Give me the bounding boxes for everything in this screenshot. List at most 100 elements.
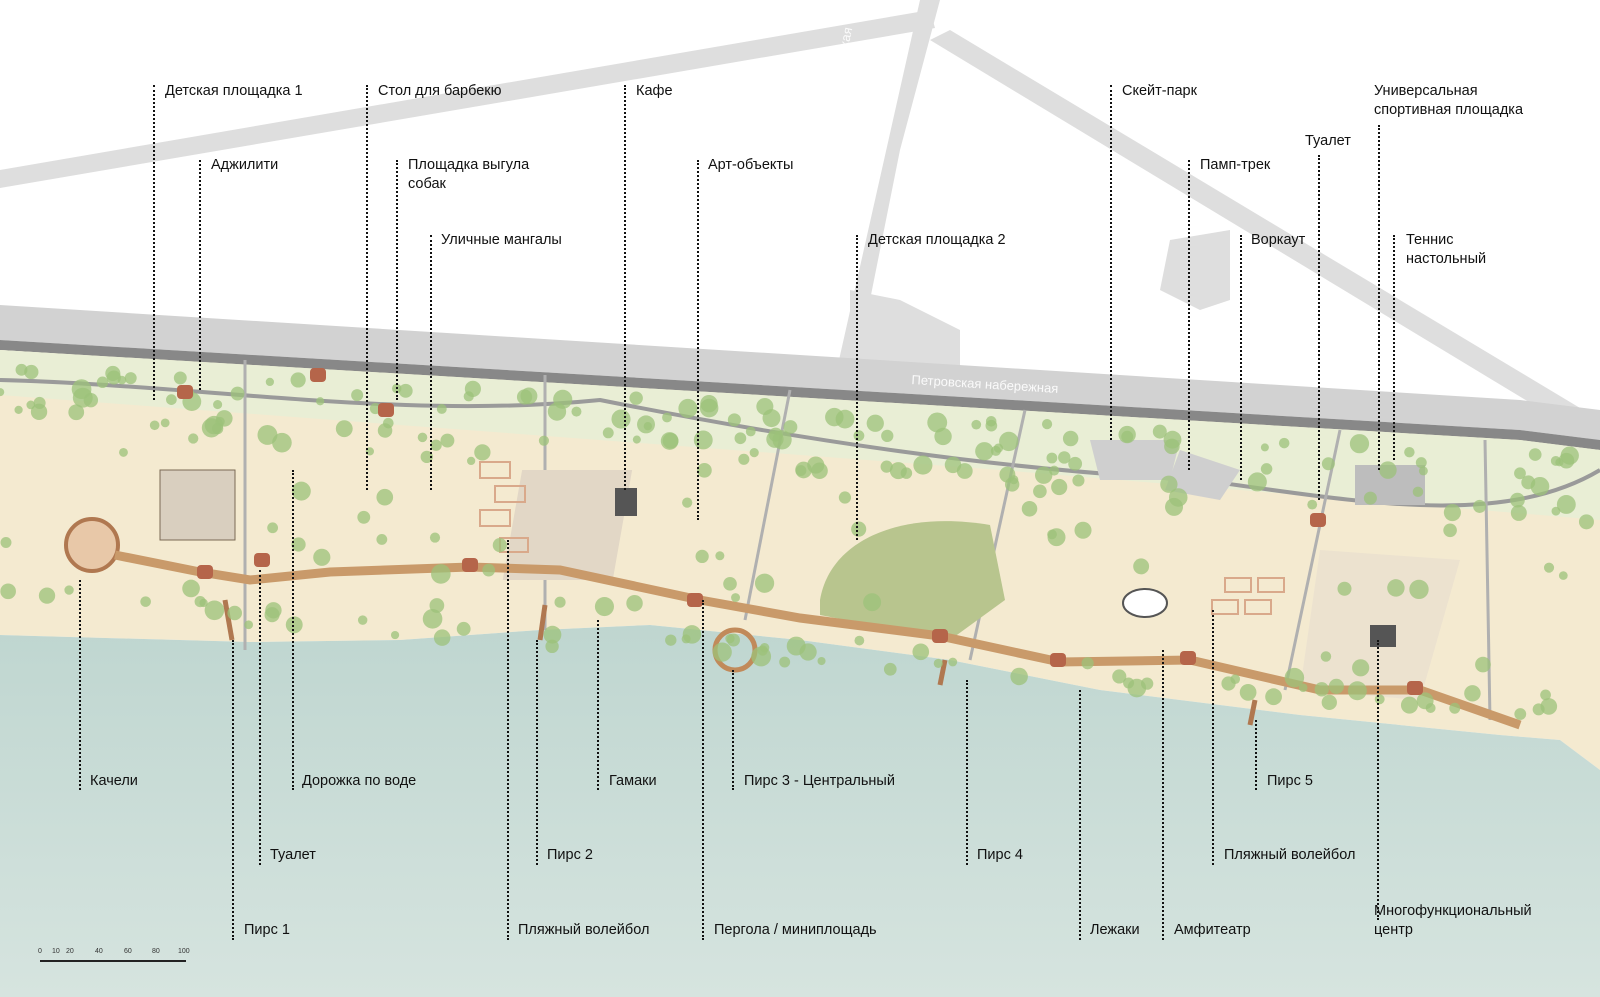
tree-icon [267,522,279,534]
tree-icon [199,598,208,608]
tree-icon [734,432,747,445]
tree-icon [204,600,225,621]
tree-icon [1041,419,1053,430]
tree-icon [1152,424,1167,439]
tree-icon [1058,451,1071,464]
tree-icon [149,420,160,431]
tree-icon [1074,521,1092,539]
tree-icon [766,430,784,448]
tree-icon [431,564,451,584]
tree-icon [1464,685,1481,702]
tree-icon [1543,562,1555,573]
leader-line-pier-1 [232,640,234,940]
tree-icon [466,456,476,466]
tree-icon [1033,484,1047,499]
label-workout: Воркаут [1251,232,1306,248]
tree-icon [213,400,223,410]
tree-icon [1387,579,1405,597]
tree-icon [1352,659,1370,677]
tree-icon [662,412,672,423]
tree-icon [182,579,200,598]
leader-line-agility [199,160,201,390]
scale-tick: 10 [52,948,60,955]
tree-icon [854,635,865,646]
leader-line-toilet-bottom [259,570,261,865]
tree-icon [1347,681,1367,701]
label-sport-ground: Универсальная спортивная площадка [1374,83,1524,118]
tree-icon [1400,696,1418,714]
tree-icon [33,396,46,410]
tree-icon [124,372,137,385]
tree-icon [594,596,614,617]
label-loungers: Лежаки [1090,922,1140,938]
scale-tick: 40 [95,948,103,955]
tree-icon [390,630,400,640]
tree-icon [681,634,691,644]
tree-icon [24,364,39,380]
tree-icon [629,391,643,405]
leader-line-pumptrack [1188,160,1190,470]
tree-icon [1556,495,1576,514]
leader-line-water-path [292,470,294,790]
label-pier-3: Пирс 3 - Центральный [744,773,895,789]
tree-icon [933,658,943,668]
tree-icon [626,595,643,612]
tree-icon [119,448,128,457]
scale-tick: 80 [152,948,160,955]
pavilion-icon [1180,651,1196,665]
tree-icon [1409,579,1429,600]
tree-icon [738,453,750,465]
tree-icon [316,397,325,406]
tree-icon [881,429,894,443]
tree-icon [14,405,23,414]
tree-icon [257,424,278,445]
tree-icon [1010,667,1028,686]
tree-icon [464,380,481,397]
leader-line-volleyball-2 [1212,610,1214,865]
leader-line-cafe [624,85,626,490]
tree-icon [335,420,353,438]
tree-icon [799,643,817,661]
leader-line-volleyball-1 [507,540,509,940]
tree-icon [291,537,306,552]
tree-icon [1168,488,1188,507]
leader-line-swings [79,580,81,790]
tree-icon [637,415,655,434]
amphitheater [1122,588,1168,618]
tree-icon [0,583,16,600]
tree-icon [71,379,92,400]
tree-icon [1118,425,1136,444]
pavilion-icon [1310,513,1326,527]
tree-icon [795,465,807,477]
tree-icon [1160,475,1178,493]
label-bbq-table: Стол для барбекю [378,83,502,99]
tree-icon [783,420,798,434]
playground-1 [159,469,236,541]
tree-icon [866,414,884,432]
tree-icon [1578,514,1594,530]
tree-icon [83,393,99,408]
piers [222,599,1258,726]
tree-icon [900,467,913,479]
tree-icon [474,444,491,461]
tree-icon [1514,708,1527,720]
tree-icon [422,609,443,629]
tree-icon [971,419,982,430]
tree-icon [927,412,948,433]
tree-icon [1412,486,1424,498]
label-cafe: Кафе [636,83,673,99]
scale-bar-line [40,960,186,962]
label-grills: Уличные мангалы [441,232,562,248]
tree-icon [1475,656,1491,673]
tree-icon [1473,499,1487,513]
tree-icon [166,394,177,405]
tree-icon [817,657,826,666]
tree-icon [913,455,933,475]
tree-icon [1321,694,1337,711]
tree-icon [538,435,549,446]
tree-icon [757,645,768,656]
tree-icon [999,431,1019,452]
label-detskaya-2: Детская площадка 2 [868,232,1006,248]
leader-line-pergola [702,600,704,940]
tree-icon [632,435,641,444]
